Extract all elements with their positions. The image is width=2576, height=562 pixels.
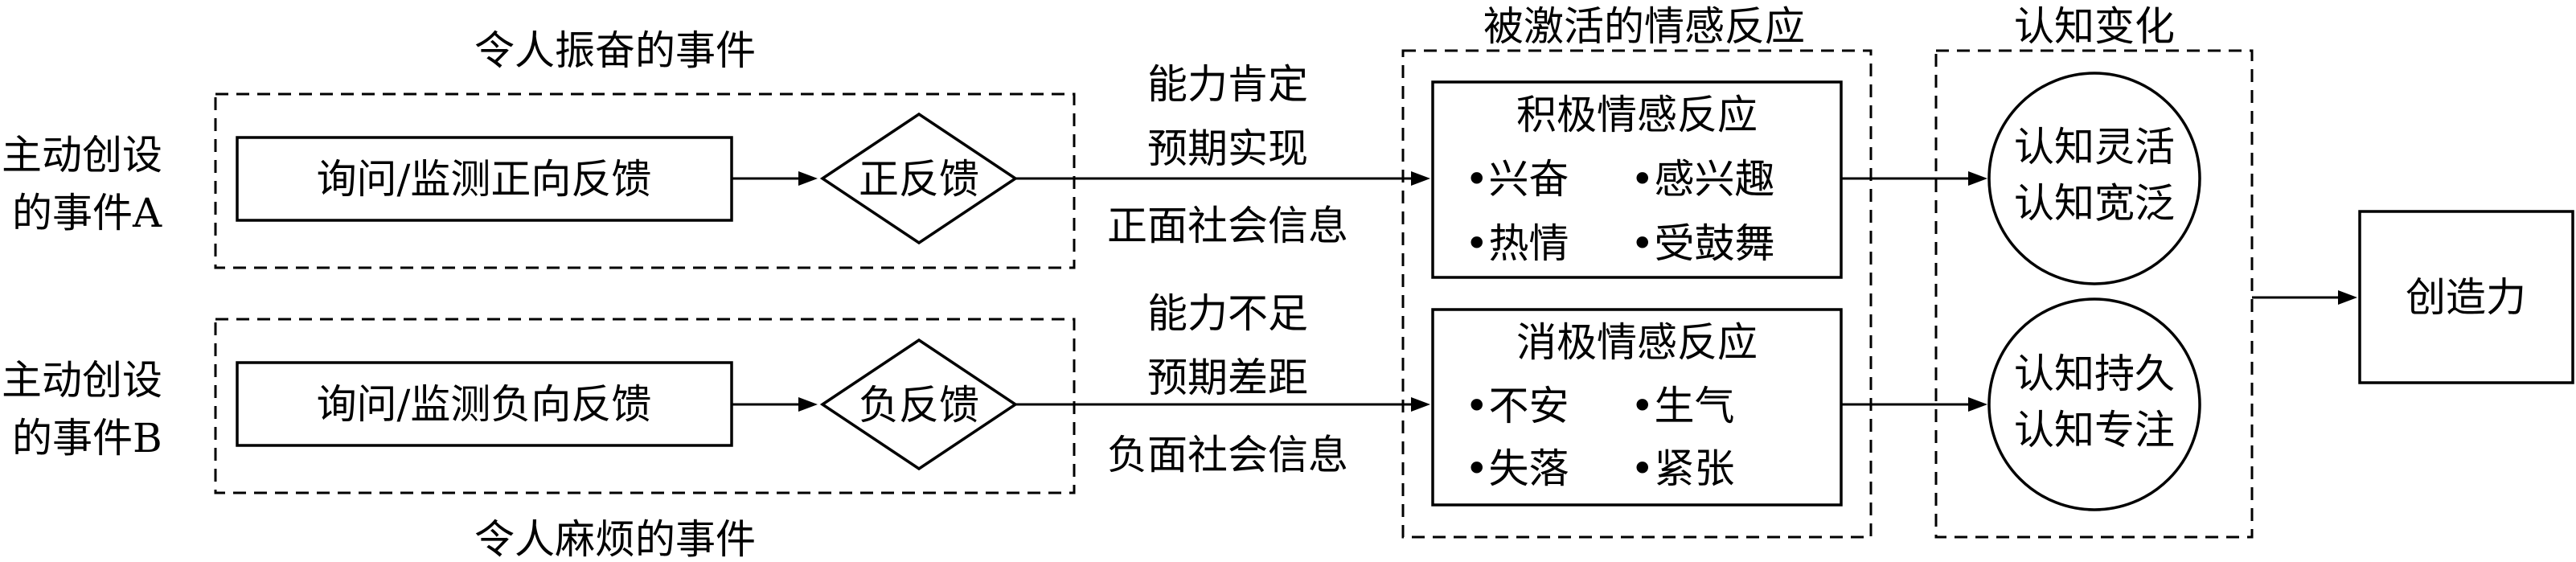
arrowhead bbox=[798, 397, 818, 412]
exciting-events-group bbox=[214, 92, 1076, 269]
negative-emotion-box bbox=[1431, 308, 1843, 507]
arrowhead bbox=[2338, 290, 2357, 305]
negative-signal-line2: 预期差距 bbox=[1147, 355, 1308, 401]
positive-emotion-title: 积极情感反应 bbox=[1516, 92, 1758, 138]
event-a-label-line1: 主动创设 bbox=[2, 132, 162, 178]
event-b-label-line2: 的事件B bbox=[12, 415, 162, 461]
positive-emotion-item: •兴奋 bbox=[1465, 156, 1569, 203]
inquiry-negative-label: 询问/监测负向反馈 bbox=[317, 381, 652, 428]
negative-emotion-title: 消极情感反应 bbox=[1516, 319, 1758, 366]
cognition-group bbox=[1934, 49, 2254, 539]
cognition-top-line2: 认知宽泛 bbox=[2014, 180, 2175, 227]
cognition-bottom-circle bbox=[1987, 297, 2201, 511]
exciting-events-title: 令人振奋的事件 bbox=[474, 27, 756, 74]
positive-emotion-item: •感兴趣 bbox=[1631, 156, 1775, 203]
inquiry-negative-box bbox=[236, 361, 733, 447]
creativity-label: 创造力 bbox=[2406, 274, 2526, 321]
positive-emotion-item: •受鼓舞 bbox=[1631, 220, 1775, 267]
cognition-group-title: 认知变化 bbox=[2014, 3, 2175, 50]
event-b-label-line1: 主动创设 bbox=[2, 357, 162, 404]
emotion-group bbox=[1401, 49, 1873, 539]
positive-signal-line2: 预期实现 bbox=[1147, 125, 1308, 172]
arrowhead bbox=[1411, 397, 1430, 412]
negative-emotion-item: •生气 bbox=[1631, 383, 1735, 429]
cognition-top-circle bbox=[1987, 72, 2201, 285]
event-a-label-line2: 的事件A bbox=[12, 190, 162, 236]
positive-emotion-item: •热情 bbox=[1465, 220, 1569, 267]
negative-signal-line1: 能力不足 bbox=[1147, 290, 1308, 337]
negative-signal-line3: 负面社会信息 bbox=[1107, 432, 1348, 478]
arrowhead bbox=[1411, 171, 1430, 186]
negative-emotion-item: •紧张 bbox=[1631, 445, 1735, 492]
negative-feedback-label: 负反馈 bbox=[859, 382, 979, 429]
positive-signal-line3: 正面社会信息 bbox=[1107, 203, 1348, 249]
negative-emotion-item: •不安 bbox=[1465, 383, 1569, 429]
cognition-bottom-line1: 认知持久 bbox=[2014, 351, 2175, 397]
positive-emotion-box bbox=[1431, 80, 1843, 279]
troubling-events-group bbox=[214, 318, 1076, 494]
arrowhead bbox=[1968, 171, 1987, 186]
negative-emotion-item: •失落 bbox=[1465, 445, 1569, 492]
positive-signal-line1: 能力肯定 bbox=[1147, 61, 1308, 108]
arrowhead bbox=[798, 171, 818, 186]
positive-feedback-label: 正反馈 bbox=[859, 156, 979, 203]
cognition-bottom-line2: 认知专注 bbox=[2014, 407, 2175, 453]
inquiry-positive-label: 询问/监测正向反馈 bbox=[317, 156, 652, 203]
arrowhead bbox=[1968, 397, 1987, 412]
cognition-top-line1: 认知灵活 bbox=[2014, 124, 2175, 170]
emotion-group-title: 被激活的情感反应 bbox=[1483, 3, 1805, 50]
creativity-box bbox=[2358, 210, 2574, 384]
troubling-events-title: 令人麻烦的事件 bbox=[474, 516, 756, 562]
